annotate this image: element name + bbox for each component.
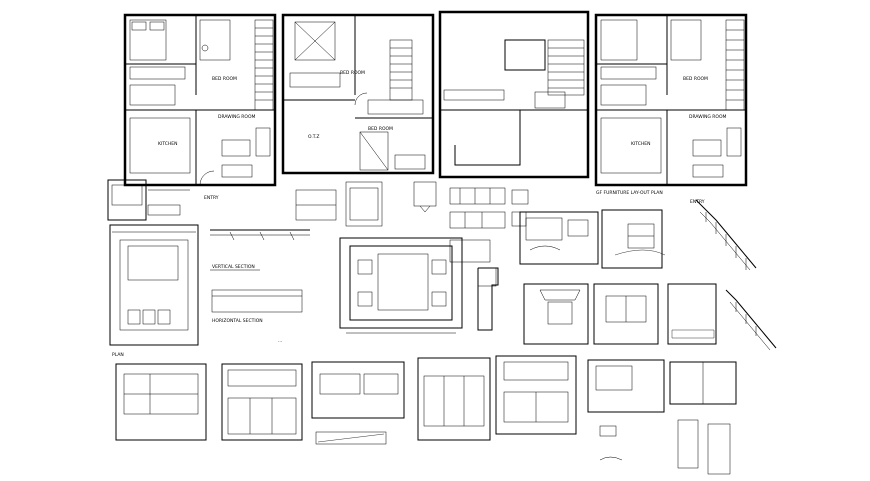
- floor-plan-3: [438, 10, 590, 179]
- furniture-plan-center: [339, 237, 463, 334]
- plan-2-outer-wall: [281, 13, 435, 175]
- staircase-plan-4: [725, 19, 745, 111]
- plan-4-label-bedroom: BED ROOM: [683, 76, 708, 82]
- plan-1-label-bedroom: BED ROOM: [212, 76, 237, 82]
- plan-1-label-entry: ENTRY: [204, 195, 219, 201]
- room-outline: [109, 224, 199, 346]
- double-bed: [600, 19, 638, 61]
- stair-railing-bottom: [725, 289, 777, 351]
- plan-1-label-kitchen: KITCHEN: [158, 141, 178, 147]
- vertical-section-label: VERTICAL SECTION: [212, 264, 255, 270]
- plan-4-furniture-title: GF FURNITURE LAY-OUT PLAN: [596, 190, 663, 196]
- plan-4-label-kitchen: KITCHEN: [631, 141, 651, 147]
- plan-2-label-bedroom: BED ROOM: [340, 70, 365, 76]
- svg-text:...: ...: [278, 339, 282, 344]
- stair-railing-top: [695, 199, 757, 271]
- plan-1-label-drawing-room: DRAWING ROOM: [218, 114, 256, 120]
- plan-4-label-drawing-room: DRAWING ROOM: [689, 114, 727, 120]
- plan-3-outer-wall: [438, 10, 590, 179]
- horizontal-section-label: HORIZONTAL SECTION: [212, 318, 263, 324]
- double-bed: [294, 21, 336, 61]
- kitchen-counter: [129, 117, 191, 174]
- plan-2-label-otz: O.T.Z: [308, 134, 320, 140]
- plan-4-outer-wall: [594, 13, 748, 187]
- floor-plan-1: BED ROOM DRAWING ROOM KITCHEN ENTRY: [123, 13, 277, 201]
- plan-label: PLAN: [112, 352, 124, 358]
- elevations-right: [519, 209, 717, 345]
- furniture-plan-left: PLAN: [109, 224, 199, 358]
- detail-cluster-middle: [107, 179, 529, 331]
- floor-plan-4: BED ROOM DRAWING ROOM KITCHEN ENTRY GF F…: [594, 13, 748, 205]
- plan-2-label-bedroom-2: BED ROOM: [368, 126, 393, 132]
- staircase-plan-3: [547, 39, 585, 96]
- floor-plan-2: BED ROOM O.T.Z BED ROOM: [281, 13, 435, 175]
- double-bed: [129, 19, 167, 61]
- section-lines: VERTICAL SECTION HORIZONTAL SECTION ...: [210, 229, 310, 344]
- staircase-plan-1: [254, 19, 274, 111]
- staircase-plan-2: [389, 39, 413, 101]
- bottom-detail-row: [115, 355, 737, 475]
